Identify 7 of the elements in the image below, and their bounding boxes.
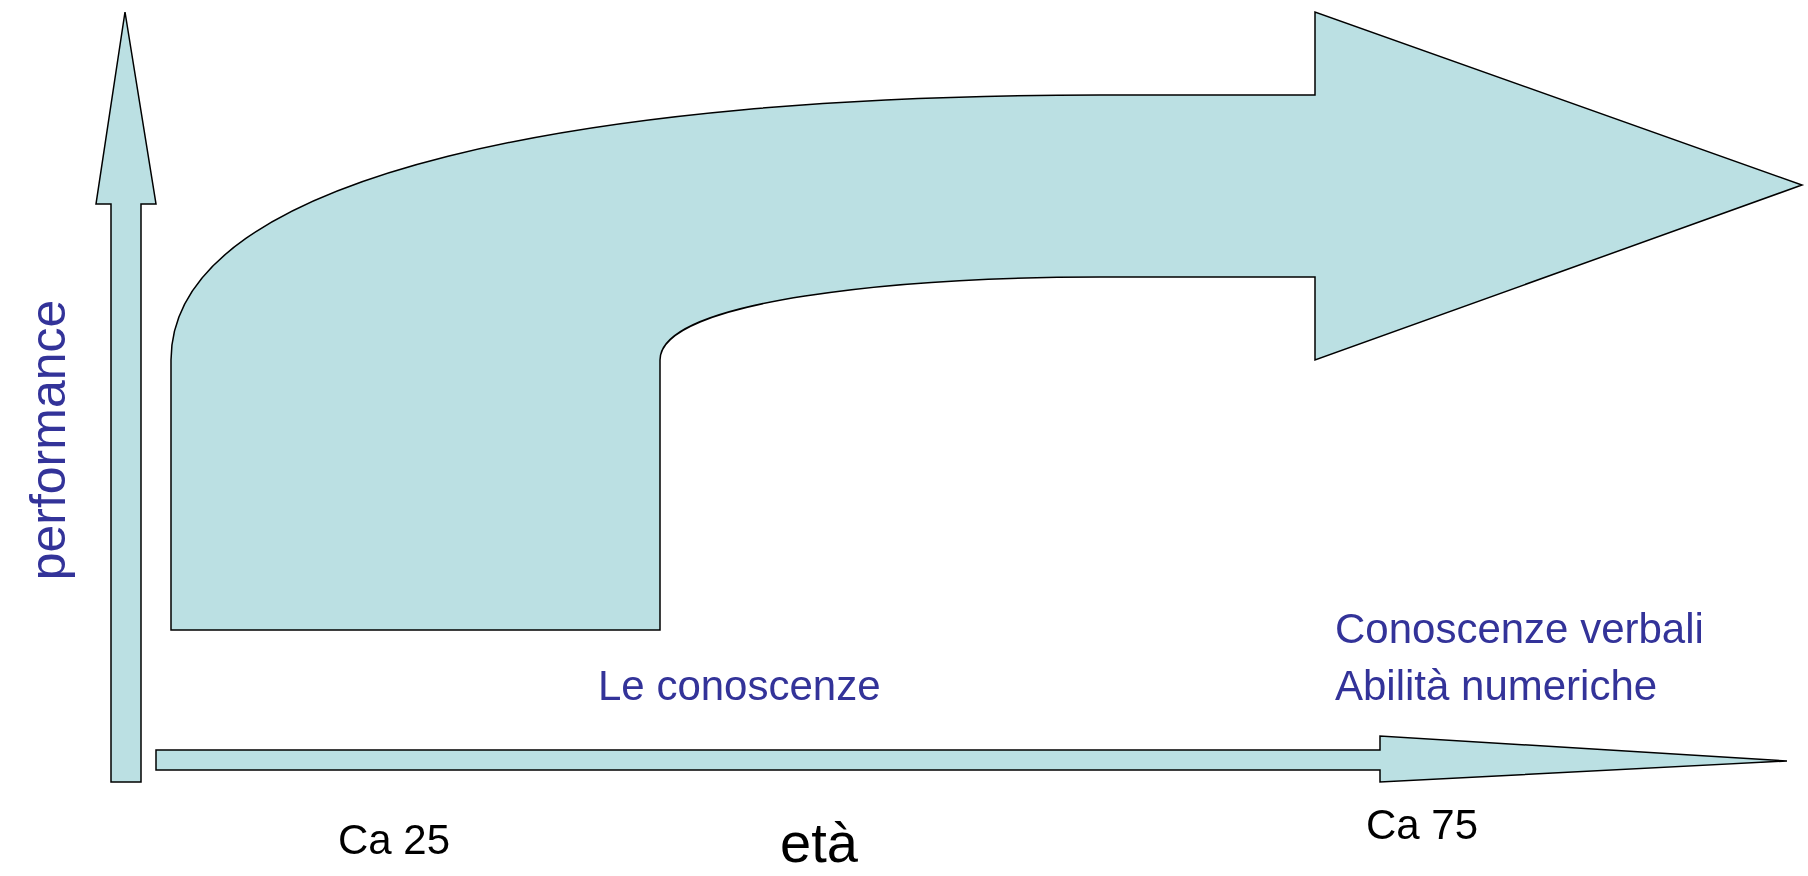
category-label: Conoscenze verbali xyxy=(1335,606,1704,653)
axis-label: età xyxy=(780,812,858,874)
age-label: Ca 25 xyxy=(338,817,451,864)
age-label: Ca 75 xyxy=(1366,802,1479,849)
axis-label: performance xyxy=(20,299,76,581)
category-label: Abilità numeriche xyxy=(1335,663,1658,710)
category-label: Le conoscenze xyxy=(598,663,881,710)
